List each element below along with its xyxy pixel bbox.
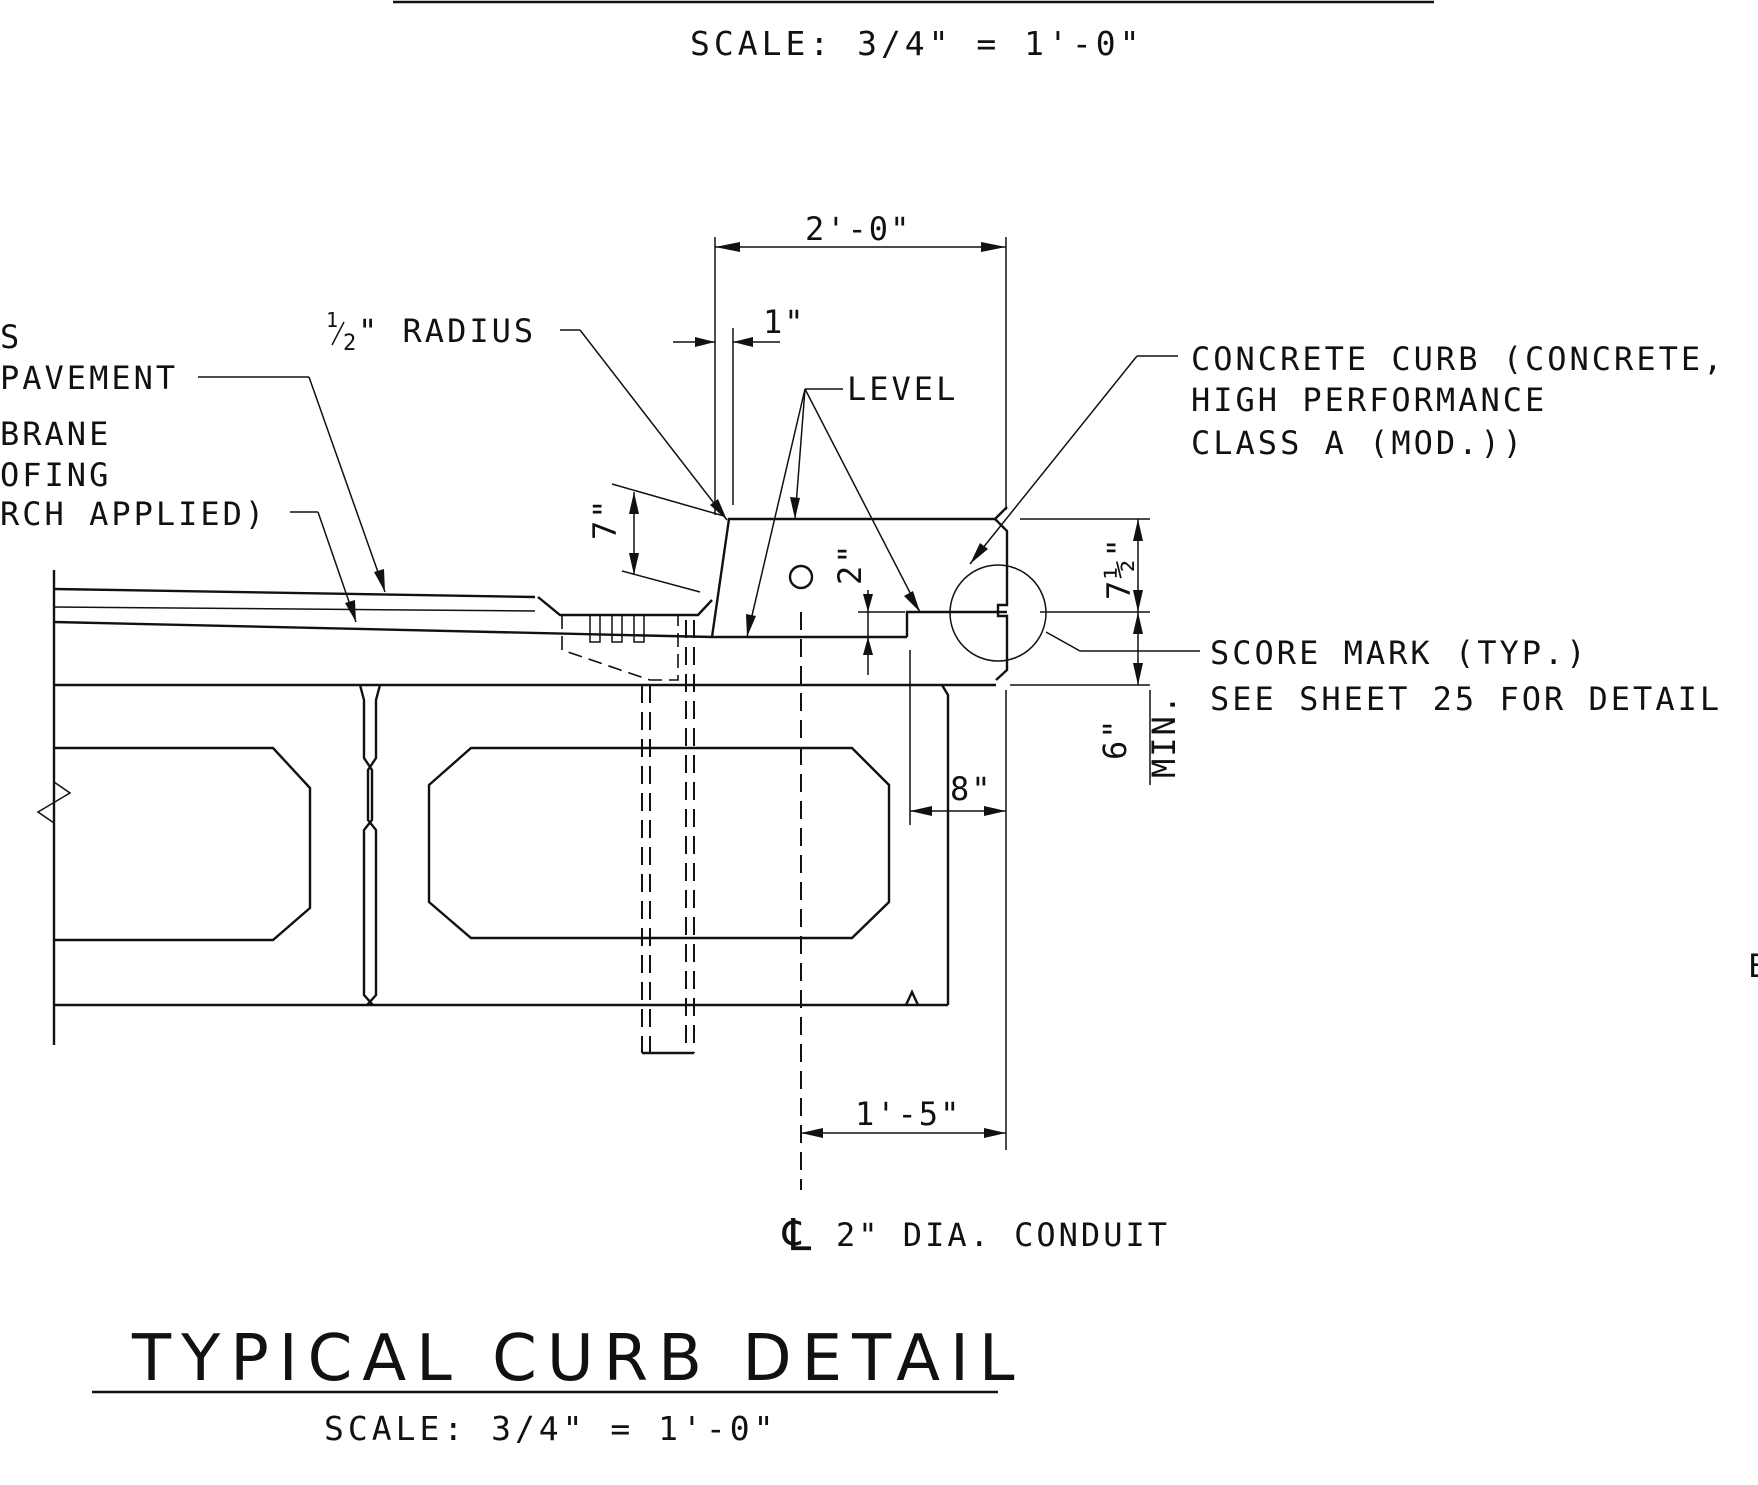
dim-2in-arrow-b [863,637,873,655]
beam-center-void [427,746,891,940]
beam-left-void [54,746,312,942]
label-concrete-2: HIGH PERFORMANCE [1191,381,1547,419]
curb-score-step [905,610,1007,637]
beam-bottom-notch [904,989,920,1006]
dim-6in-arrow-t [1133,612,1143,634]
dim-2ft-text: 2'-0" [805,210,911,248]
dim-1ft5-arrow-l [801,1128,823,1138]
leader-pavement-arrow [374,569,385,592]
dim-2in-text: 2" [831,542,869,585]
dim-6in-arrow-b [1133,663,1143,685]
leader-level-arrow-b [790,497,800,519]
dim-7in-arrow-b [629,553,639,575]
curb-back-edge [994,518,1009,681]
membrane-line [53,620,713,639]
leader-score-2 [1045,631,1081,652]
dim-1ft5-arrow-r [984,1128,1006,1138]
dim-7half-arrow-t [1133,519,1143,541]
label-pavement-2: PAVEMENT [0,359,178,397]
dim-8in-arrow-l [910,806,932,816]
leader-level-b [794,388,806,520]
leader-membrane-arrow [345,600,356,622]
dim-1ft5-text: 1'-5" [855,1095,961,1133]
leader-level-c [804,388,921,613]
dim-8in-arrow-r [984,806,1006,816]
dim-7in-ext-top [611,483,725,517]
label-score-2: SEE SHEET 25 FOR DETAIL [1210,680,1722,718]
joint-block [537,596,713,617]
leader-level-arrow-a [746,614,756,637]
conduit-circle [788,564,814,590]
label-radius-num: 1 [326,308,338,332]
label-concrete-3: CLASS A (MOD.)) [1191,424,1525,462]
dim-7in-arrow-t [629,492,639,514]
joint-insert-2 [611,614,623,643]
label-pavement-1: S [0,318,22,356]
dim-7half-text: 7½" [1100,536,1138,600]
dim-2ft-arrow-l [715,242,740,252]
leader-concrete-arrow [970,543,988,564]
leader-level-a [746,388,806,638]
detail-title: TYPICAL CURB DETAIL [131,1322,1025,1396]
label-radius-text: " RADIUS [358,312,536,350]
label-score-1: SCORE MARK (TYP.) [1210,634,1589,672]
label-level: LEVEL [847,370,958,408]
beam-key-right [366,684,382,1006]
label-edge-fragment: E [1748,947,1758,985]
centerline-symbol: ℄ [782,1210,814,1261]
dim-1in-arrow-r [733,337,753,347]
pavement-mid [53,606,536,612]
label-membrane-2: OFING [0,456,111,494]
curb-outline [710,506,1008,638]
dim-7in-text: 7" [586,497,624,540]
joint-dash-outline [561,615,679,681]
leader-radius-2 [579,329,728,521]
label-radius-den: 2 [343,331,356,356]
dim-min-text: MIN. [1145,693,1183,778]
leader-concrete-2 [969,355,1138,565]
leader-level-arrow-c [904,591,920,612]
dim-6in-text: 6" [1096,717,1134,760]
beam-key-left [358,684,374,1006]
dim-7in-ext-bottom [621,570,701,593]
joint-insert-3 [633,614,645,643]
beam-right-edge [940,684,950,1005]
score-mark-circle [949,564,1047,662]
dim-1in-arrow-l [695,337,715,347]
label-membrane-1: BRANE [0,415,111,453]
pavement-top [53,587,536,599]
dim-1in-text: 1" [763,303,806,341]
label-membrane-3: RCH APPLIED) [0,495,267,533]
label-concrete-1: CONCRETE CURB (CONCRETE, [1191,340,1725,378]
dim-7half-arrow-b [1133,590,1143,612]
leader-radius-arrow [710,499,727,520]
label-radius-slash [331,321,345,346]
top-scale-label: SCALE: 3/4" = 1'-0" [690,24,1144,63]
detail-scale: SCALE: 3/4" = 1'-0" [324,1409,778,1448]
break-line [36,781,72,824]
label-conduit: 2" DIA. CONDUIT [836,1216,1170,1254]
joint-insert-1 [589,614,601,643]
dim-2ft-arrow-r [981,242,1006,252]
dim-2in-arrow-t [863,594,873,612]
dim-8in-text: 8" [950,770,993,808]
leader-pavement-2 [308,376,386,593]
